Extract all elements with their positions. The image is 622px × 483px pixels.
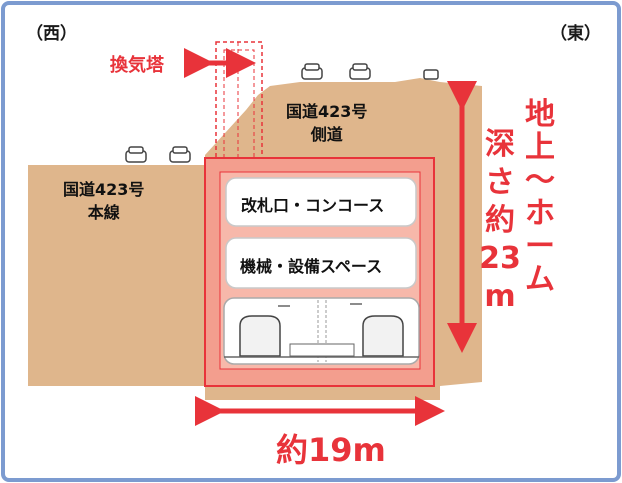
concourse-label: 改札口・コンコース <box>241 196 385 215</box>
depth-value-vertical: 深 さ 約 23 m <box>479 127 521 314</box>
east-label: （東） <box>550 24 601 44</box>
car-icons-main-road <box>125 146 191 163</box>
vent-tower-label: 換気塔 <box>110 55 164 76</box>
main-road-line1: 国道423号 <box>63 180 145 199</box>
main-road-label: 国道423号 本線 <box>63 178 144 224</box>
side-road-line2: 側道 <box>310 125 343 144</box>
side-road-label: 国道423号 側道 <box>286 100 367 146</box>
machine-room <box>225 237 417 289</box>
west-label: （西） <box>26 24 77 44</box>
concourse-room <box>225 177 417 227</box>
platform-level <box>223 297 420 365</box>
machine-space-label: 機械・設備スペース <box>240 257 383 276</box>
depth-title-vertical: 地 上 〜 ホ ー ム <box>525 97 555 297</box>
side-road-line1: 国道423号 <box>286 102 368 121</box>
width-label: 約19m <box>276 431 386 469</box>
main-road-line2: 本線 <box>87 203 120 222</box>
car-icons-side-road <box>301 63 439 80</box>
